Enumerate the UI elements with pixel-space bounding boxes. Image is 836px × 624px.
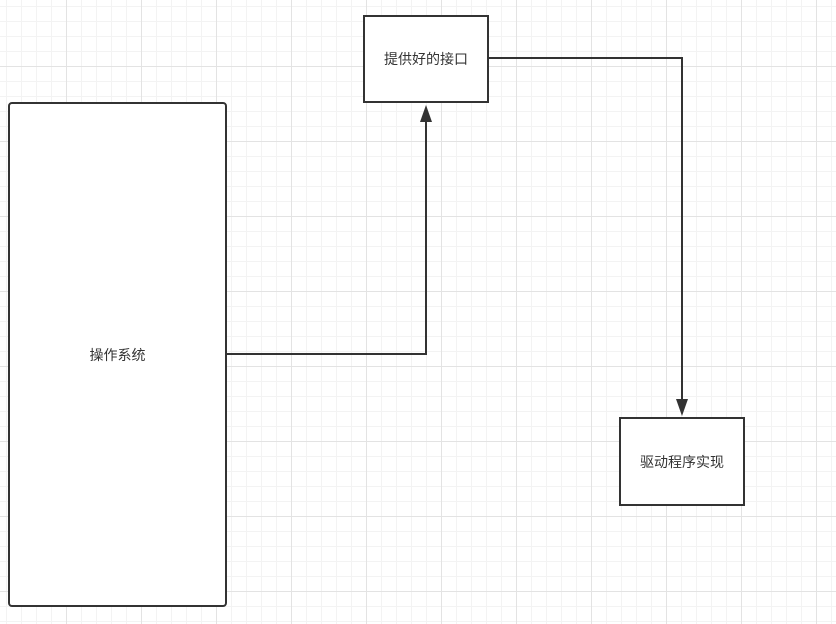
node-provided-interface[interactable]: 提供好的接口 xyxy=(363,15,489,103)
arrowhead-up-icon xyxy=(420,105,432,122)
arrowhead-down-icon xyxy=(676,399,688,416)
node-operating-system[interactable]: 操作系统 xyxy=(8,102,227,607)
edge-os-to-interface xyxy=(227,122,427,355)
node-driver-implementation[interactable]: 驱动程序实现 xyxy=(619,417,745,506)
edge-interface-to-driver xyxy=(489,57,683,399)
node-operating-system-label: 操作系统 xyxy=(89,347,146,364)
node-driver-implementation-label: 驱动程序实现 xyxy=(640,454,724,471)
node-provided-interface-label: 提供好的接口 xyxy=(384,52,468,68)
